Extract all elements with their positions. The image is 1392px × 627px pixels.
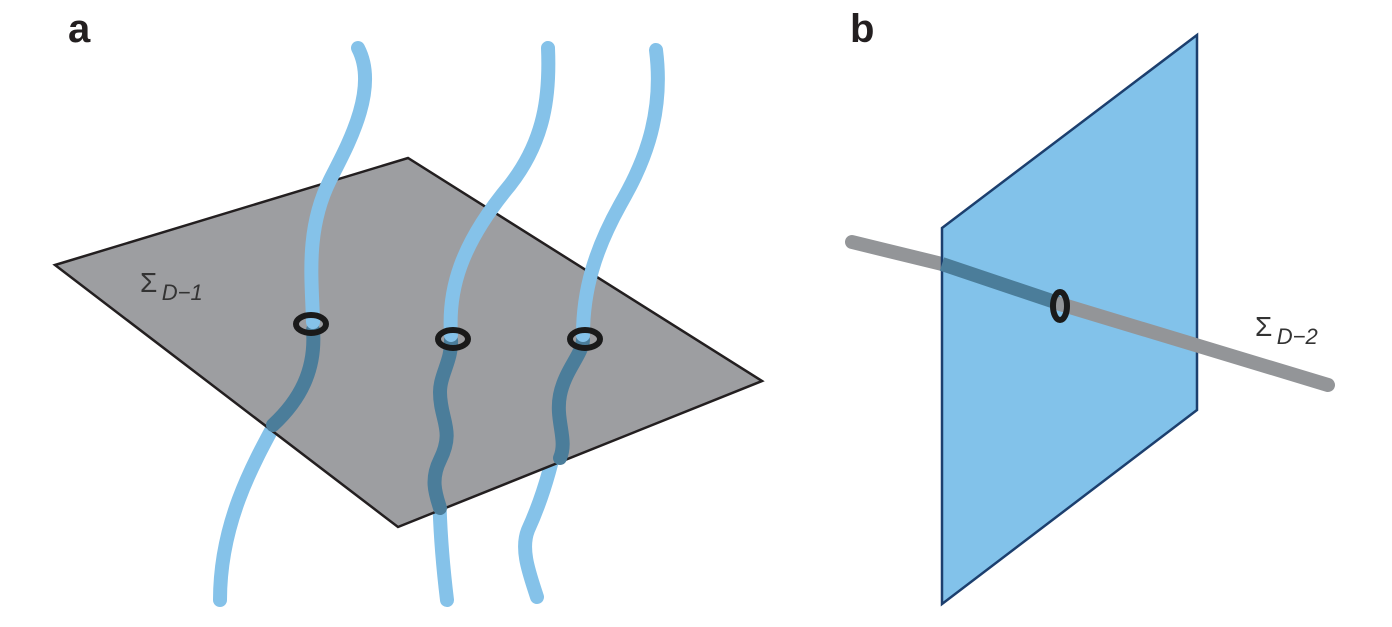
surface-label-subscript: D−1 bbox=[162, 280, 203, 305]
line-b-front bbox=[1053, 297, 1335, 392]
line-label-subscript: D−2 bbox=[1277, 324, 1318, 349]
lines-above-plane bbox=[304, 41, 665, 342]
line-b-left bbox=[845, 235, 949, 271]
line-label-symbol: Σ bbox=[1255, 311, 1272, 342]
intersection-ring-3 bbox=[567, 327, 603, 351]
line-1-through bbox=[266, 323, 321, 432]
surface-plane bbox=[55, 158, 762, 527]
blue-plane-outline bbox=[940, 32, 1199, 607]
surface-plane-outline bbox=[52, 156, 765, 529]
line-2-above bbox=[443, 41, 556, 342]
intersection-ring-2 bbox=[435, 327, 471, 351]
panel-a: a Σ D−1 bbox=[52, 7, 765, 607]
line-b-through bbox=[939, 257, 1061, 310]
line-1-above bbox=[304, 41, 373, 329]
lines-through-plane bbox=[266, 323, 590, 515]
intersection-ring-b bbox=[1050, 289, 1070, 323]
intersection-rings bbox=[293, 312, 603, 351]
surface-label-symbol: Σ bbox=[140, 267, 157, 298]
line-2-through bbox=[427, 333, 459, 515]
panel-b: b Σ D−2 bbox=[845, 7, 1335, 607]
line-3-through bbox=[551, 333, 590, 465]
line-label: Σ D−2 bbox=[1255, 311, 1318, 349]
intersection-ring-1 bbox=[293, 312, 329, 336]
surface-label: Σ D−1 bbox=[140, 267, 203, 305]
panel-b-letter: b bbox=[850, 7, 874, 51]
panel-a-letter: a bbox=[68, 7, 91, 51]
blue-plane bbox=[942, 35, 1197, 604]
line-3-above bbox=[576, 43, 665, 342]
